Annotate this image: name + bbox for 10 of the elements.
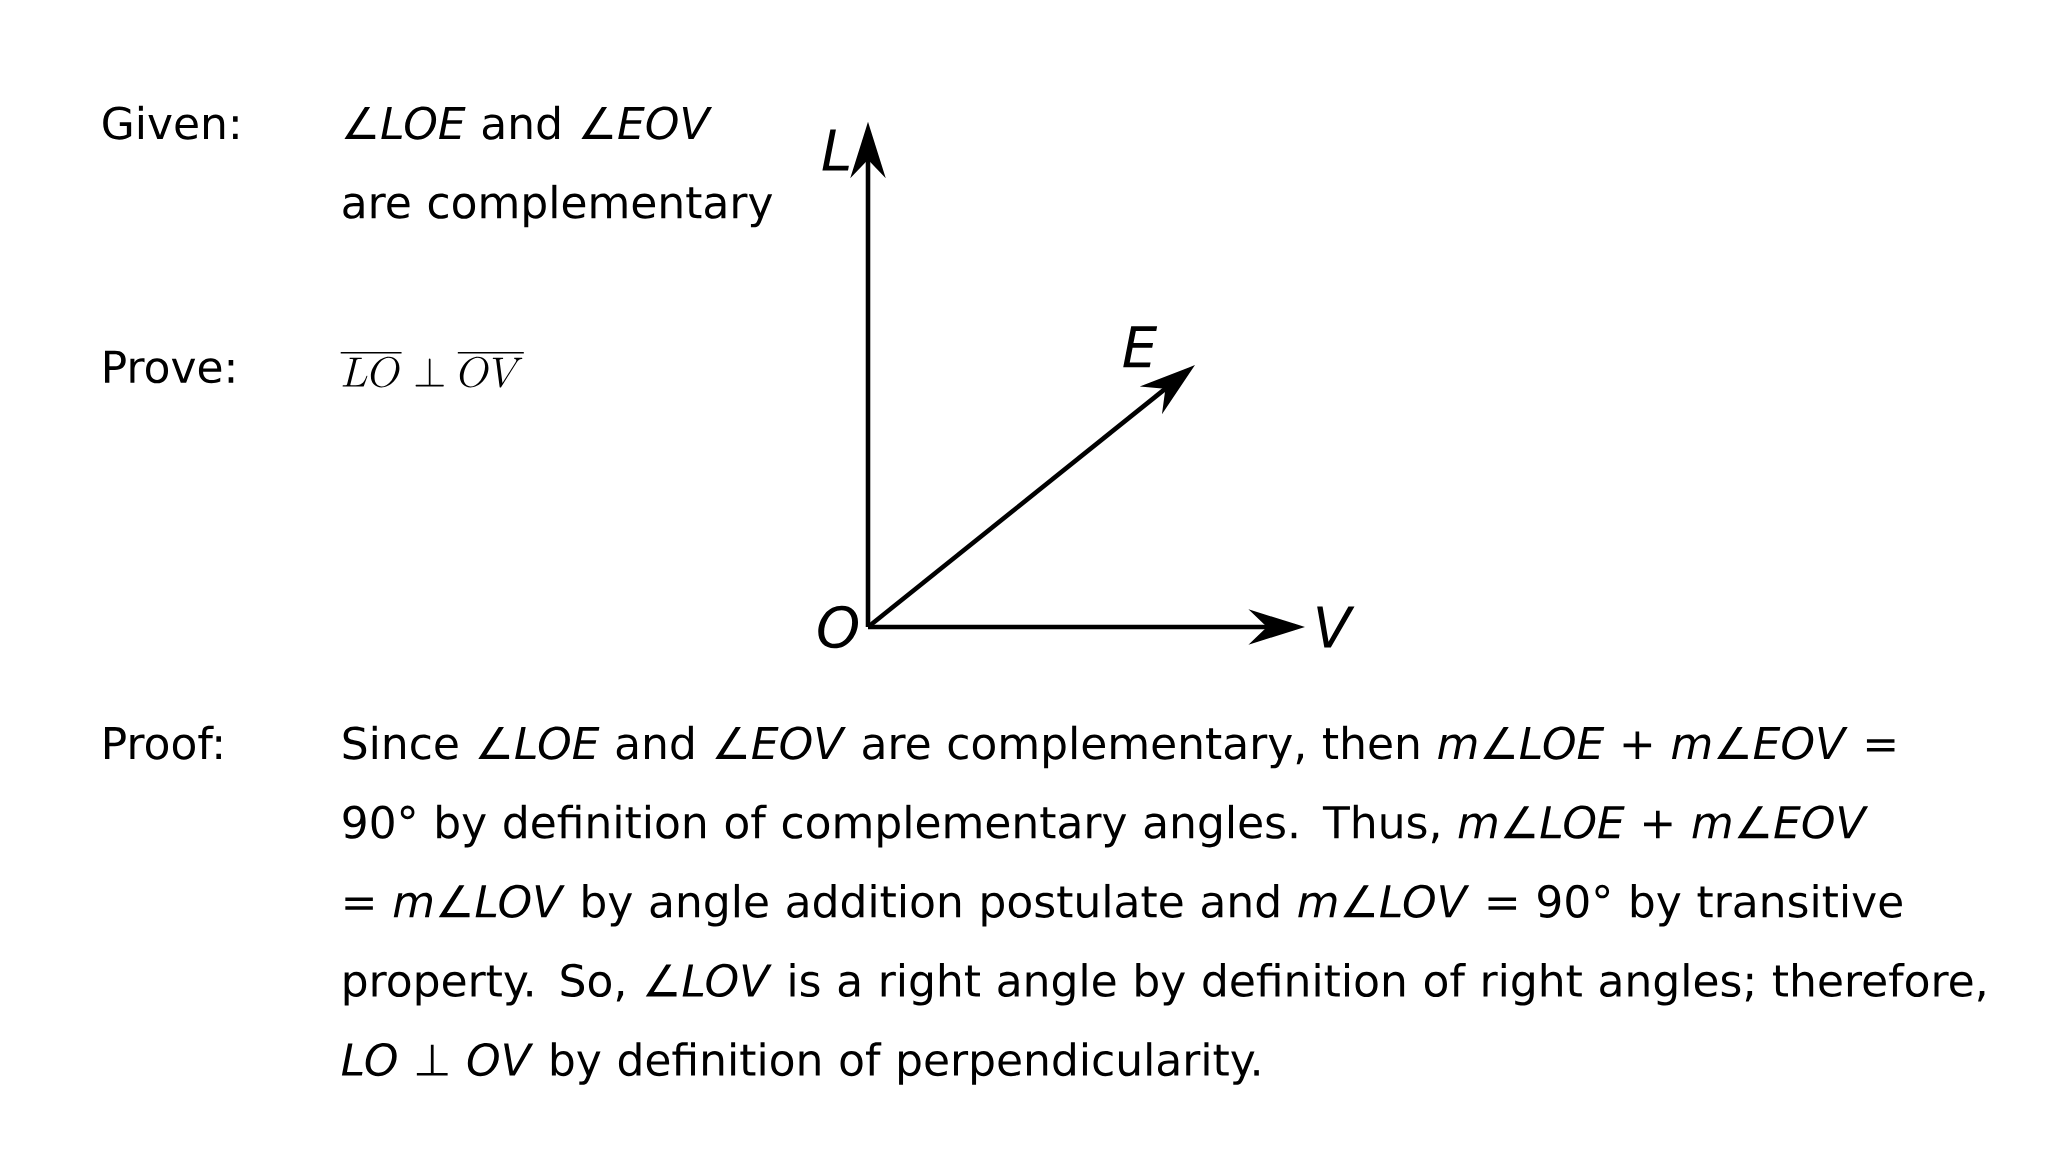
point-label: V [1317,606,1355,648]
given-statement: ∠LOE and ∠EOV are complementary [343,105,773,228]
heading-label: Prove: [105,350,234,384]
proof-paragraph: Since ∠LOE and ∠EOV are complementary, then m∠LOE + m∠EOV = 90° by definition of complementary angles. Thus, m∠LOE + m∠EOV = m∠LOV by angle addition postulate and m∠LOV = 90° by transitive property. So, ∠LOV is a right angle by definition of right angles; therefore, LO ⊥ OV by definition of perpendicularity. [341,725,1985,1085]
heading-label: Given: [103,105,238,140]
point-label: L [822,129,849,171]
point-label: O [818,605,858,649]
prove-statement: $\overline{LO} \perp \overline{OV}$ [340,352,524,388]
heading-label: Proof: [105,725,221,760]
point-label: E [1123,326,1158,368]
